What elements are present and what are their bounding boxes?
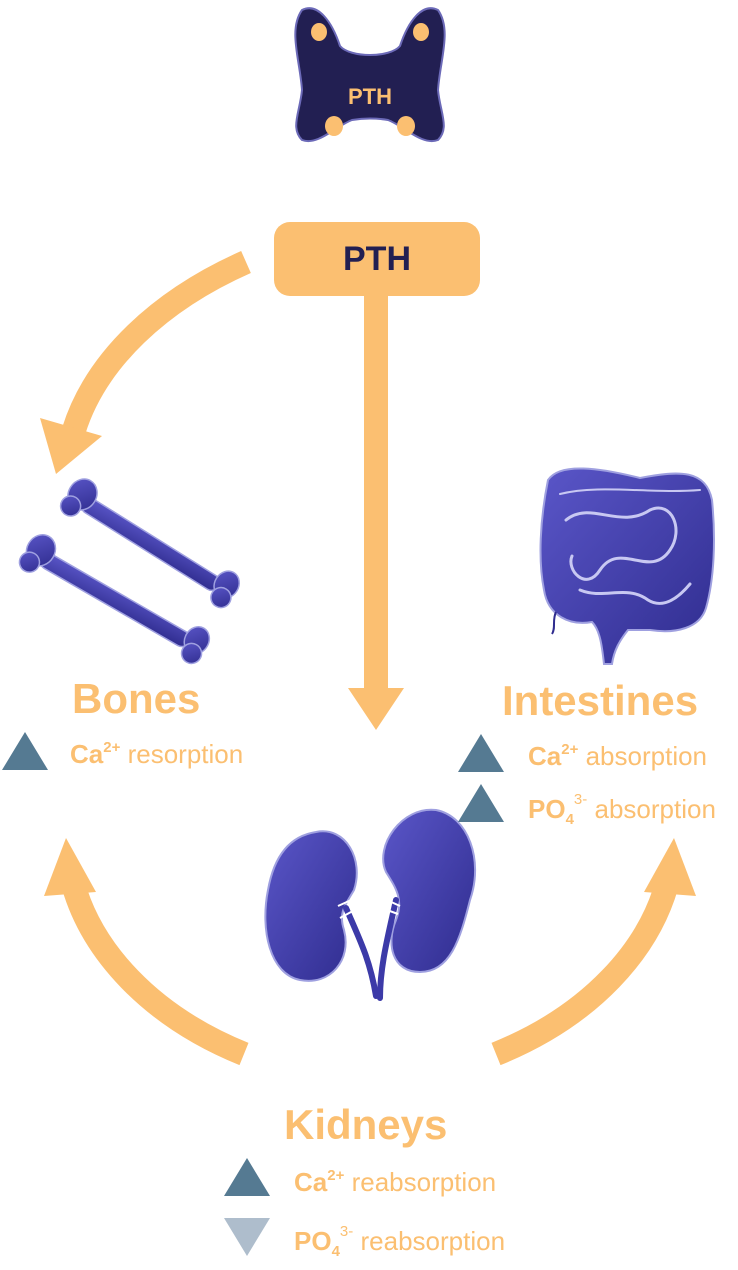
- parathyroid-gland-icon: [294, 7, 446, 143]
- ion-subscript: 4: [565, 811, 574, 828]
- decrease-triangle-icon: [224, 1218, 270, 1256]
- kidneys-effect-ca: Ca2+ reabsorption: [294, 1168, 496, 1195]
- gland-label: PTH: [348, 84, 392, 109]
- ion-symbol: Ca: [294, 1167, 328, 1197]
- intestines-heading: Intestines: [502, 677, 699, 724]
- increase-triangle-icon: [458, 784, 504, 822]
- effect-text: reabsorption: [351, 1167, 497, 1197]
- effect-text: absorption: [594, 794, 716, 824]
- ion-symbol: PO: [528, 794, 566, 824]
- ion-charge: 3-: [573, 791, 588, 808]
- effect-text: reabsorption: [360, 1226, 506, 1256]
- kidneys-heading: Kidneys: [284, 1101, 448, 1148]
- ion-symbol: PO: [294, 1226, 332, 1256]
- arrow-kidneys-to-intestines: [491, 838, 696, 1066]
- arrow-kidneys-to-bones: [44, 838, 249, 1066]
- increase-triangle-icon: [458, 734, 504, 772]
- intestines-effect-ca: Ca2+ absorption: [528, 742, 707, 769]
- parathyroid-nodule: [325, 116, 343, 136]
- ion-charge: 2+: [327, 1167, 345, 1184]
- ion-symbol: Ca: [528, 741, 562, 771]
- bones-effect-ca: Ca2+ resorption: [70, 740, 243, 767]
- ion-charge: 2+: [103, 739, 121, 756]
- pth-box-label: PTH: [343, 239, 411, 278]
- arrow-pth-to-bones: [40, 251, 251, 474]
- ion-charge: 3-: [339, 1223, 354, 1240]
- arrow-pth-to-kidneys: [348, 296, 404, 730]
- parathyroid-nodule: [413, 23, 429, 41]
- pth-box: [274, 222, 480, 296]
- kidneys-icon: [264, 808, 477, 1001]
- parathyroid-nodule: [397, 116, 415, 136]
- kidneys-effect-po4: PO4 3- reabsorption: [294, 1224, 505, 1259]
- parathyroid-nodule: [311, 23, 327, 41]
- ion-symbol: Ca: [70, 739, 104, 769]
- effect-text: absorption: [585, 741, 708, 771]
- effect-text: resorption: [127, 739, 244, 769]
- ion-charge: 2+: [561, 741, 579, 758]
- ion-subscript: 4: [331, 1243, 340, 1260]
- bones-icon: [18, 478, 240, 665]
- intestines-effect-po4: PO4 3- absorption: [528, 792, 716, 827]
- bones-heading: Bones: [72, 675, 201, 722]
- intestines-icon: [539, 467, 715, 665]
- increase-triangle-icon: [2, 732, 48, 770]
- increase-triangle-icon: [224, 1158, 270, 1196]
